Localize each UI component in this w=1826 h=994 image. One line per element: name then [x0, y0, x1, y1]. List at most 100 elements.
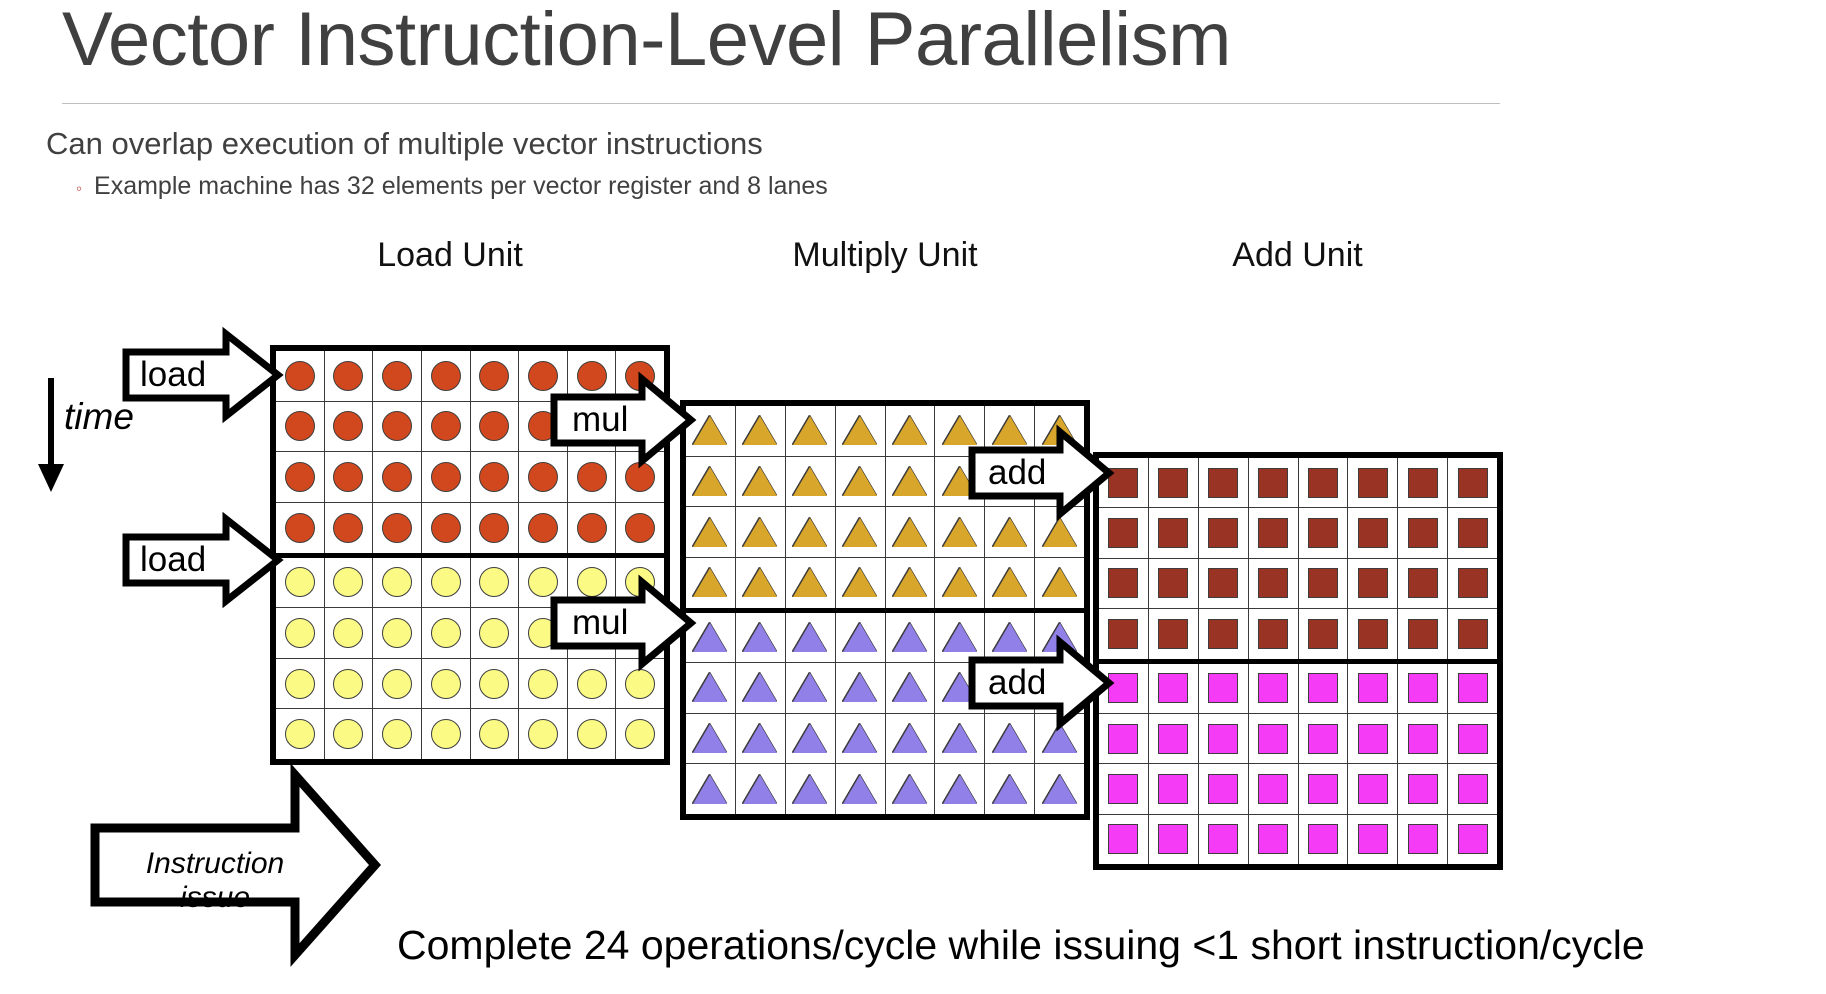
element-triangle	[992, 568, 1027, 598]
element-cell	[1247, 609, 1298, 659]
element-cell	[1197, 458, 1248, 508]
element-circle	[284, 360, 315, 391]
element-triangle	[743, 774, 778, 804]
element-cell	[323, 452, 373, 502]
unit-label-multiply: Multiply Unit	[792, 236, 978, 274]
instruction-arrow-load-2[interactable]: load	[122, 511, 284, 609]
element-cell	[276, 709, 324, 759]
element-cell	[884, 557, 935, 608]
element-circle	[382, 668, 413, 699]
element-triangle	[843, 622, 878, 652]
element-circle	[430, 567, 461, 598]
element-cell	[1397, 508, 1447, 558]
element-cell	[1447, 508, 1497, 558]
element-cell	[566, 709, 616, 759]
element-cell	[1147, 663, 1198, 713]
element-circle	[333, 617, 364, 648]
instruction-arrow-mul-1[interactable]: mul	[550, 371, 697, 469]
element-triangle	[743, 517, 778, 547]
element-cell	[1197, 609, 1248, 659]
element-cell	[1147, 508, 1198, 558]
element-cell	[1347, 508, 1397, 558]
multiply-unit-grid	[680, 400, 1090, 820]
element-circle	[333, 411, 364, 442]
element-cell	[834, 507, 885, 557]
element-cell	[1197, 713, 1248, 764]
element-square	[1208, 773, 1239, 804]
element-triangle	[992, 774, 1027, 804]
element-cell	[1247, 508, 1298, 558]
element-cell	[784, 507, 835, 557]
element-triangle	[942, 622, 977, 652]
element-cell	[323, 608, 373, 658]
unit-label-load: Load Unit	[377, 236, 523, 274]
element-circle	[284, 567, 315, 598]
element-cell	[615, 502, 664, 553]
element-circle	[430, 719, 461, 750]
element-cell	[686, 507, 735, 557]
element-cell	[276, 452, 324, 502]
element-circle	[527, 719, 558, 750]
element-cell	[1397, 458, 1447, 508]
element-triangle	[843, 673, 878, 703]
element-square	[1158, 568, 1189, 599]
element-triangle	[843, 774, 878, 804]
bottom-caption: Complete 24 operations/cycle while issui…	[397, 922, 1645, 968]
element-triangle	[793, 724, 828, 754]
element-cell	[834, 612, 885, 663]
lane-row	[1099, 507, 1497, 558]
element-cell	[686, 406, 735, 456]
bullet-level-2-label: Example machine has 32 elements per vect…	[94, 172, 828, 200]
element-cell	[734, 612, 785, 663]
element-cell	[884, 406, 935, 456]
element-cell	[276, 351, 324, 401]
element-circle	[333, 567, 364, 598]
element-square	[1307, 568, 1338, 599]
element-triangle	[992, 622, 1027, 652]
element-triangle	[793, 774, 828, 804]
instruction-arrow-mul-2[interactable]: mul	[550, 574, 697, 672]
element-cell	[1297, 609, 1348, 659]
element-cell	[276, 503, 324, 553]
element-cell	[323, 658, 373, 709]
element-square	[1108, 618, 1139, 649]
element-circle	[284, 512, 315, 543]
element-triangle	[743, 466, 778, 496]
element-cell	[1447, 814, 1497, 864]
element-square	[1158, 518, 1189, 549]
lane-row	[1099, 458, 1497, 508]
element-cell	[884, 507, 935, 557]
element-triangle	[843, 466, 878, 496]
element-circle	[382, 512, 413, 543]
element-cell	[1347, 814, 1397, 864]
element-cell	[518, 351, 567, 401]
element-square	[1258, 673, 1289, 704]
element-cell	[372, 608, 421, 658]
instruction-arrow-add-1[interactable]: add	[968, 424, 1115, 522]
instruction-arrow-load-1[interactable]: load	[122, 326, 284, 424]
element-square	[1457, 773, 1488, 804]
element-cell	[1397, 814, 1447, 864]
element-circle	[527, 668, 558, 699]
element-circle	[576, 668, 607, 699]
element-circle	[382, 411, 413, 442]
element-square	[1258, 518, 1289, 549]
instruction-arrow-add-2[interactable]: add	[968, 634, 1115, 732]
element-circle	[576, 719, 607, 750]
element-cell	[686, 663, 735, 713]
element-cell	[934, 764, 984, 814]
element-triangle	[843, 724, 878, 754]
element-circle	[430, 512, 461, 543]
element-triangle	[743, 568, 778, 598]
element-circle	[430, 617, 461, 648]
element-square	[1407, 824, 1438, 855]
element-circle	[479, 617, 510, 648]
element-square	[1258, 773, 1289, 804]
element-cell	[834, 663, 885, 713]
element-square	[1208, 723, 1239, 754]
element-square	[1457, 673, 1488, 704]
element-triangle	[743, 622, 778, 652]
element-square	[1258, 824, 1289, 855]
element-circle	[479, 668, 510, 699]
element-cell	[734, 663, 785, 713]
